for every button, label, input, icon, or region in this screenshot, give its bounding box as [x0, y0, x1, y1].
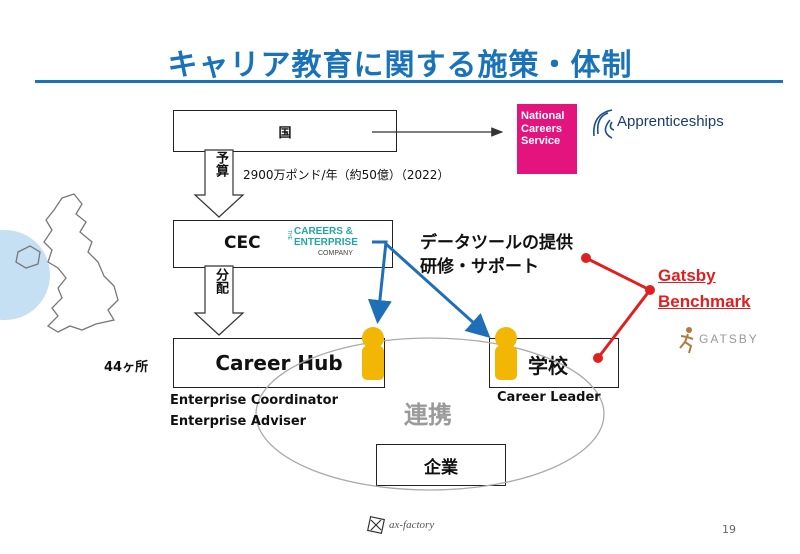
budget-arrow-label: 予算 — [213, 151, 228, 177]
training-support-label: 研修・サポート — [420, 257, 539, 277]
benchmark-label: Benchmark — [658, 292, 751, 311]
enterprise-adviser-label: Enterprise Adviser — [170, 414, 307, 429]
business-box: 企業 — [376, 444, 506, 486]
gatsby-label: Gatsby — [658, 266, 716, 285]
collaboration-label: 連携 — [404, 401, 452, 429]
gatsby-dot-top — [581, 253, 591, 263]
logo-line2: ENTERPRISE — [294, 237, 358, 248]
distribute-arrow-label: 分配 — [213, 268, 228, 294]
collaboration-ellipse — [255, 337, 605, 491]
data-tools-label: データツールの提供 — [420, 233, 573, 253]
ncs-line2: Careers — [521, 122, 562, 135]
cec-label: CEC — [224, 233, 261, 253]
person-icon-school — [495, 327, 517, 380]
business-label: 企業 — [424, 457, 458, 478]
uk-map-icon — [0, 193, 119, 333]
career-hub-box: Career Hub — [173, 338, 385, 388]
gatsby-connector — [585, 256, 653, 359]
ncs-line3: Service — [521, 135, 561, 147]
gatsby-foundation-logo: GATSBY — [699, 332, 759, 346]
hub-count: 44ヶ所 — [104, 360, 149, 375]
apprenticeships-logo: Apprenticeships — [617, 113, 724, 130]
ncs-logo: National Careers Service — [517, 104, 577, 174]
distribute-arrow — [193, 265, 245, 336]
career-leader-label: Career Leader — [497, 390, 601, 405]
budget-amount: 2900万ポンド/年（約50億）（2022） — [243, 168, 450, 182]
cec-to-school-arrow — [384, 242, 491, 339]
page-number: 19 — [722, 523, 736, 536]
person-icon-hub — [362, 327, 384, 380]
title-underline — [35, 80, 783, 83]
cec-to-hub-arrow — [367, 240, 392, 324]
careers-enterprise-logo: THE CAREERS & ENTERPRISE COMPANY — [286, 226, 386, 262]
ncs-line1: National — [521, 110, 565, 122]
budget-arrow — [193, 149, 245, 218]
ax-factory-logo: ax-factory — [389, 519, 435, 531]
logo-prefix: THE — [286, 230, 292, 240]
runner-icon — [679, 327, 694, 354]
government-box: 国 — [173, 110, 397, 152]
enterprise-coordinator-label: Enterprise Coordinator — [170, 393, 338, 408]
apprenticeships-swirl-icon — [593, 109, 615, 139]
cec-box: CEC THE CAREERS & ENTERPRISE COMPANY — [173, 220, 393, 268]
logo-line3: COMPANY — [318, 250, 353, 257]
logo-line1: CAREERS & — [294, 226, 353, 237]
gatsby-dot-mid — [645, 285, 655, 295]
government-label: 国 — [278, 125, 292, 141]
gatsby-dot-bottom — [593, 353, 603, 363]
page-title: キャリア教育に関する施策・体制 — [167, 48, 633, 83]
ax-factory-icon — [366, 515, 386, 535]
